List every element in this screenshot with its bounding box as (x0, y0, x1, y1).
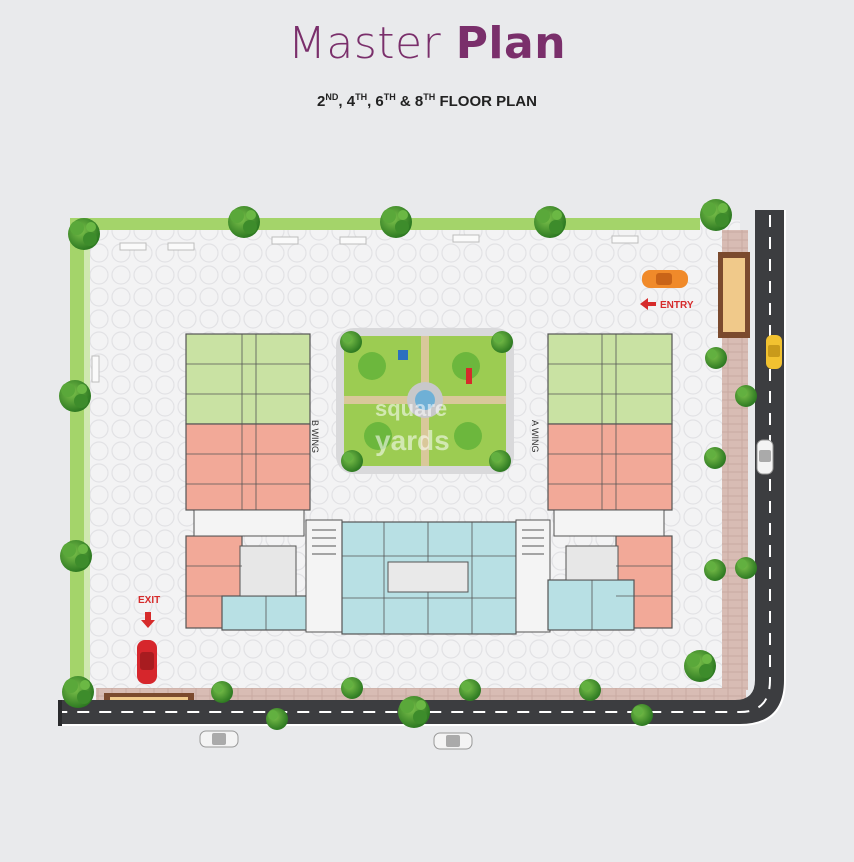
car-white-right (756, 439, 774, 475)
tree-icon (68, 218, 100, 250)
subtitle-part: , 4 (338, 93, 356, 110)
subtitle-sup: TH (383, 92, 396, 102)
tree-icon (380, 206, 412, 238)
watermark: square yards (375, 396, 450, 456)
tree-icon (228, 206, 260, 238)
tree-icon (735, 557, 757, 579)
slide-icon (466, 368, 472, 384)
tree-icon (631, 704, 653, 726)
tree-icon (341, 677, 363, 699)
entry-label: ENTRY (660, 300, 694, 311)
entry-sign: ENTRY (640, 298, 694, 311)
central-block (305, 519, 551, 635)
hedge-left (70, 218, 84, 688)
play-equipment-icon (398, 350, 408, 360)
gate-right-inner (723, 258, 745, 332)
subtitle-sup: TH (355, 92, 368, 102)
a-wing-blue-flats (547, 579, 635, 631)
central-lobby (387, 561, 469, 593)
car-white-bottom-2 (433, 732, 473, 750)
exit-label: EXIT (138, 595, 160, 606)
floor-plan-subtitle: 2ND, 4TH, 6TH & 8TH FLOOR PLAN (0, 92, 854, 110)
hedge-left-inner (84, 230, 90, 688)
tree-icon (534, 206, 566, 238)
b-wing: B WING (185, 333, 320, 631)
b-wing-green-flats (185, 333, 311, 425)
watermark-line1: square (375, 396, 447, 421)
exit-arrow-icon (141, 612, 155, 628)
tree-icon (62, 676, 94, 708)
tree-icon (59, 380, 91, 412)
page-title: Master Plan (0, 18, 854, 69)
a-wing-pink-flats (547, 423, 673, 511)
a-wing-label: A WING (530, 420, 540, 453)
entry-arrow-icon (640, 298, 656, 310)
exit-sign: EXIT (138, 595, 160, 628)
road-edge-outer (62, 210, 786, 726)
tree-icon (705, 347, 727, 369)
tree-icon (735, 385, 757, 407)
b-wing-pink-flats (185, 423, 311, 511)
road-end (58, 700, 62, 726)
road-centerline (62, 215, 771, 713)
a-wing: A WING (530, 333, 673, 631)
tree-icon (704, 447, 726, 469)
central-garden (336, 328, 514, 474)
a-wing-green-flats (547, 333, 673, 425)
subtitle-part: FLOOR PLAN (435, 93, 537, 110)
benches (91, 234, 639, 383)
car-white-bottom-1 (199, 730, 239, 748)
b-wing-label: B WING (310, 420, 320, 453)
subtitle-part: 2 (317, 93, 326, 110)
tree-icon (579, 679, 601, 701)
subtitle-sup: ND (325, 92, 339, 102)
car-orange (642, 270, 688, 288)
car-red (137, 640, 157, 684)
subtitle-part: & 8 (395, 93, 424, 110)
tree-icon (704, 559, 726, 581)
title-bold: Plan (455, 18, 567, 69)
tree-icon (211, 681, 233, 703)
watermark-line2: yards (375, 425, 450, 456)
tree-icon (459, 679, 481, 701)
subtitle-sup: TH (423, 92, 436, 102)
car-yellow (766, 335, 782, 369)
subtitle-part: , 6 (367, 93, 384, 110)
tree-icon (266, 708, 288, 730)
title-light: Master (287, 18, 456, 69)
tree-icon (398, 696, 430, 728)
tree-icon (60, 540, 92, 572)
tree-icon (700, 199, 732, 231)
tree-icon (684, 650, 716, 682)
